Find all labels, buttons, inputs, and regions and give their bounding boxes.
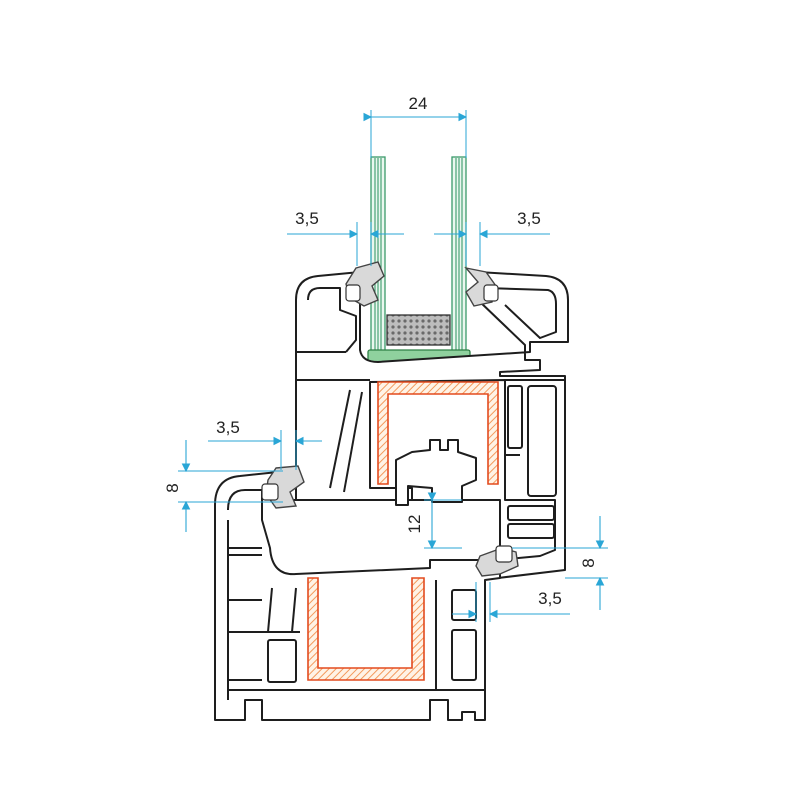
dim-label-gasket-right-top: 3,5: [517, 209, 541, 228]
steel-reinforcement-frame: [307, 577, 425, 681]
dimension-gasket-frame-right: 3,5: [452, 582, 570, 622]
dimension-sash-overlap: 8: [163, 440, 283, 532]
dimension-gasket-left-top: 3,5: [287, 209, 404, 266]
dim-label-rebate-height: 12: [405, 515, 424, 534]
dim-label-glass-thickness: 24: [409, 94, 428, 113]
dim-label-gasket-frame-right: 3,5: [538, 589, 562, 608]
dim-label-frame-overlap: 8: [579, 558, 598, 567]
glazing-unit: [367, 156, 471, 363]
dimension-gasket-right-top: 3,5: [434, 209, 550, 266]
frame-gasket: [475, 545, 519, 577]
glass-pane-right: [451, 156, 467, 354]
frame-profile: [214, 471, 501, 721]
steel-reinforcement-sash: [377, 381, 499, 485]
dim-label-sash-overlap: 8: [163, 483, 182, 492]
sash-profile: [295, 271, 569, 579]
glazing-gasket-inner: [345, 261, 385, 307]
dim-label-gasket-left-top: 3,5: [295, 209, 319, 228]
glazing-gasket-outer: [464, 266, 499, 307]
dimension-gasket-sash-left: 3,5: [208, 418, 322, 470]
glass-spacer: [386, 314, 451, 346]
dimension-rebate-height: 12: [405, 492, 462, 550]
dimension-glass-thickness: 24: [363, 94, 468, 158]
dim-label-gasket-sash-left: 3,5: [216, 418, 240, 437]
dimension-frame-overlap: 8: [512, 516, 608, 610]
sash-gasket: [261, 465, 305, 509]
glass-pane-left: [370, 156, 386, 354]
center-rebate-profile: [395, 439, 477, 506]
